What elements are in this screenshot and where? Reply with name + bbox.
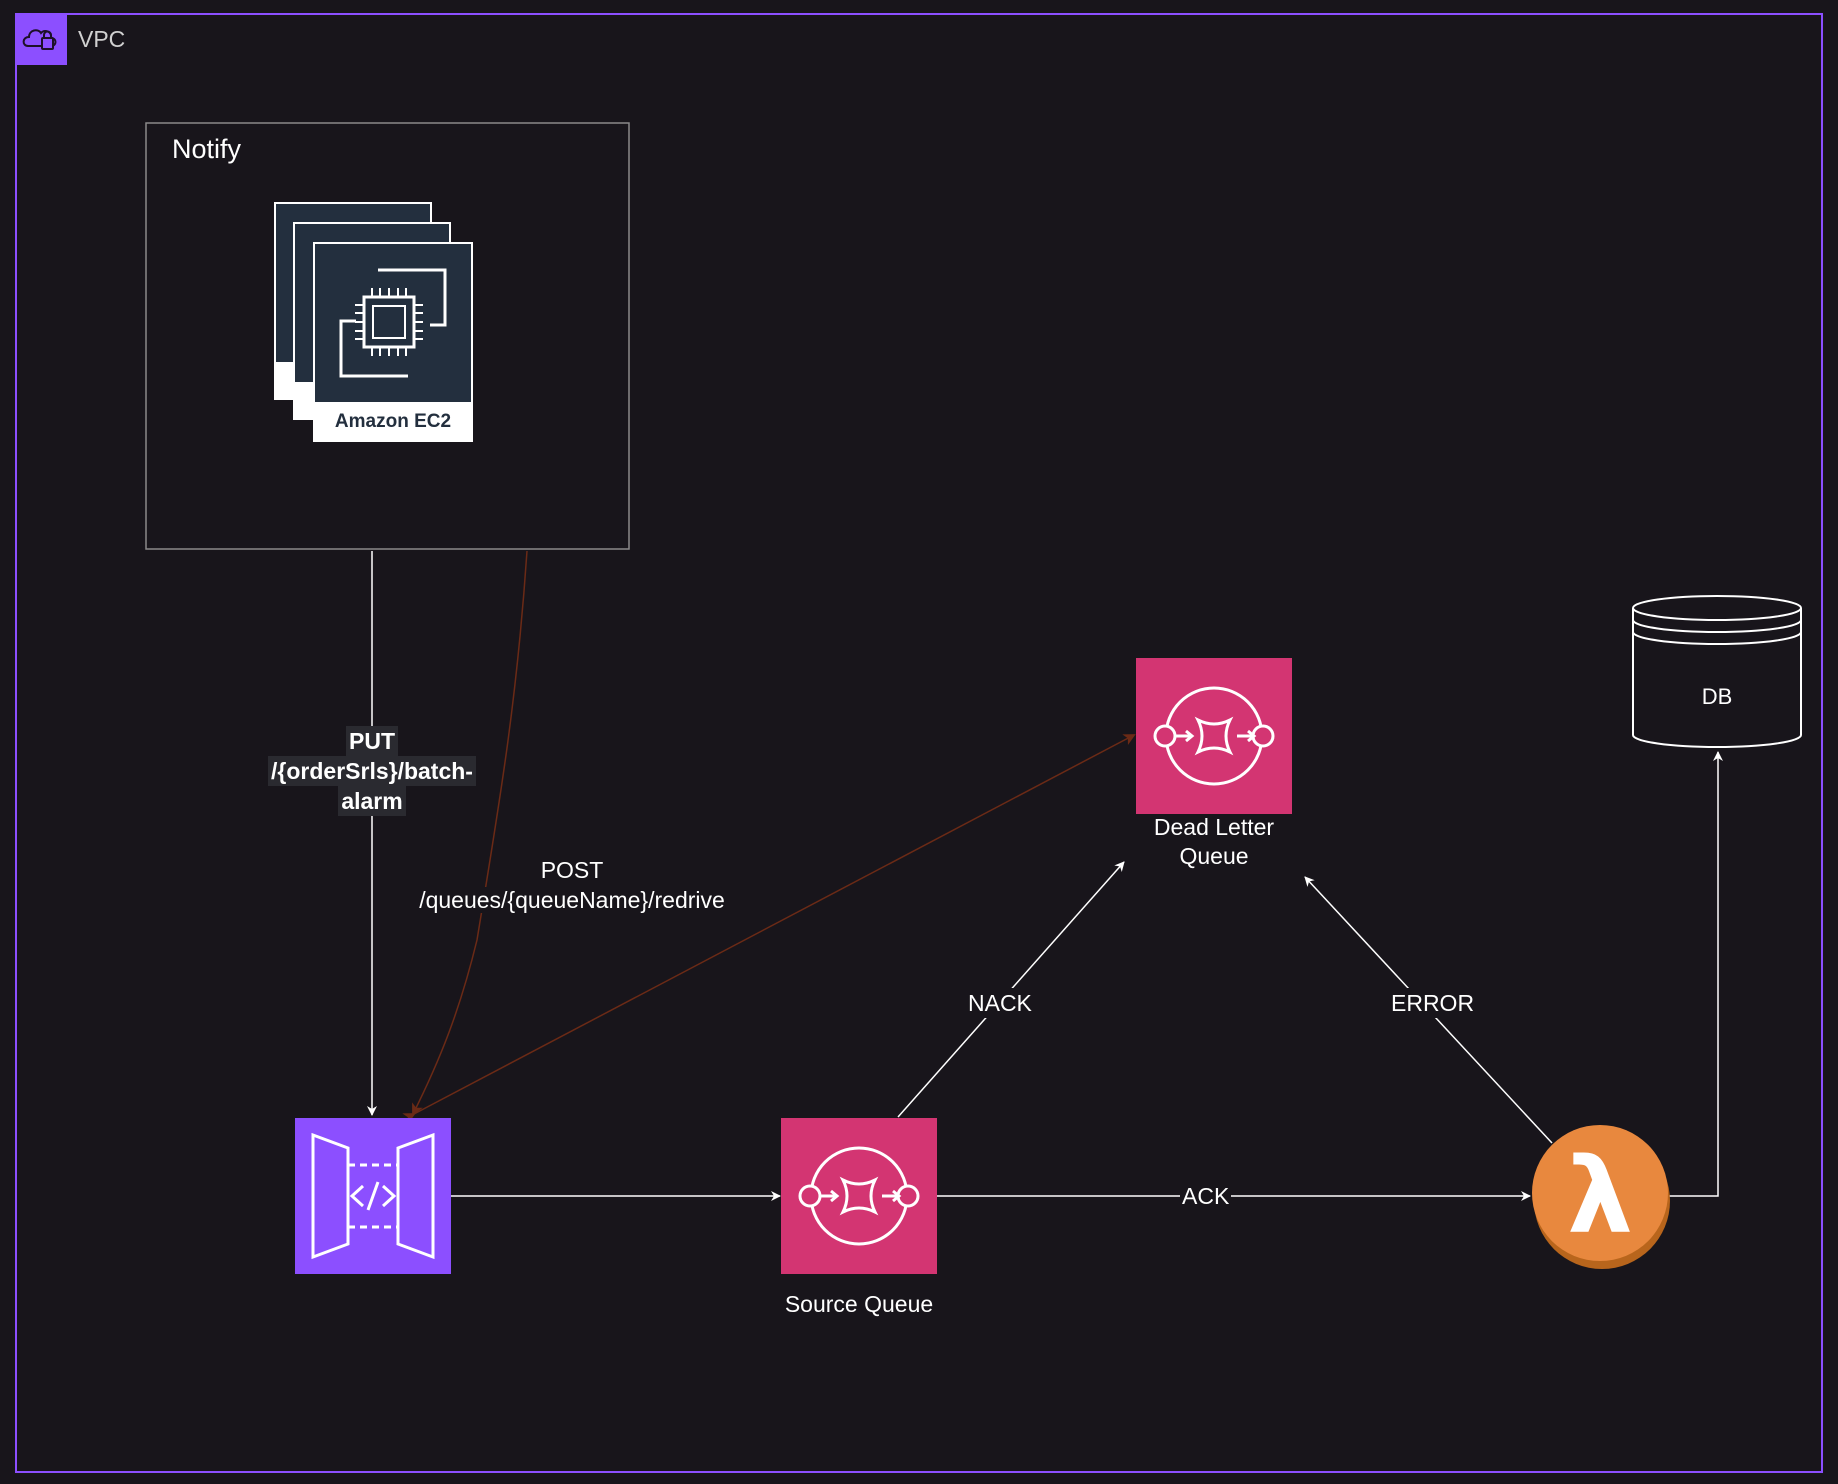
- lambda-icon: λ: [1532, 1125, 1670, 1269]
- api-gateway-icon: [295, 1118, 451, 1274]
- dlq-label: Dead Letter Queue: [1114, 813, 1314, 871]
- post-edge-label: POST /queues/{queueName}/redrive: [392, 855, 752, 915]
- dead-letter-queue-icon: [1136, 658, 1292, 814]
- post-method: POST: [538, 857, 606, 883]
- database-cylinder-icon: [1632, 595, 1802, 748]
- ec2-label: Amazon EC2: [334, 411, 452, 432]
- dlq-label-line2: Queue: [1179, 843, 1249, 869]
- source-queue-label: Source Queue: [784, 1291, 934, 1317]
- ack-label: ACK: [1180, 1181, 1232, 1211]
- put-edge-label: PUT /{orderSrls}/batch- alarm: [252, 726, 492, 816]
- vpc-cloud-lock-icon: [17, 15, 67, 65]
- source-queue-icon: [781, 1118, 937, 1274]
- ec2-chip-icon: [339, 268, 447, 378]
- notify-title: Notify: [172, 134, 242, 164]
- db-label: DB: [1701, 684, 1733, 709]
- put-path-end: alarm: [338, 786, 406, 816]
- edge-redrive-dlq: [402, 734, 1136, 1124]
- put-path: /{orderSrls}/batch-: [268, 756, 476, 786]
- error-label: ERROR: [1389, 988, 1477, 1018]
- svg-text:λ: λ: [1567, 1135, 1633, 1257]
- vpc-label: VPC: [78, 26, 126, 52]
- nack-label: NACK: [966, 988, 1034, 1018]
- edge-post: [412, 550, 528, 1116]
- notify-group: [145, 122, 630, 550]
- edge-lambda-db: [1668, 751, 1723, 1197]
- dlq-label-line1: Dead Letter: [1153, 814, 1275, 840]
- put-method: PUT: [346, 726, 398, 756]
- post-path: /queues/{queueName}/redrive: [417, 887, 727, 913]
- vpc-boundary: [15, 13, 1823, 1473]
